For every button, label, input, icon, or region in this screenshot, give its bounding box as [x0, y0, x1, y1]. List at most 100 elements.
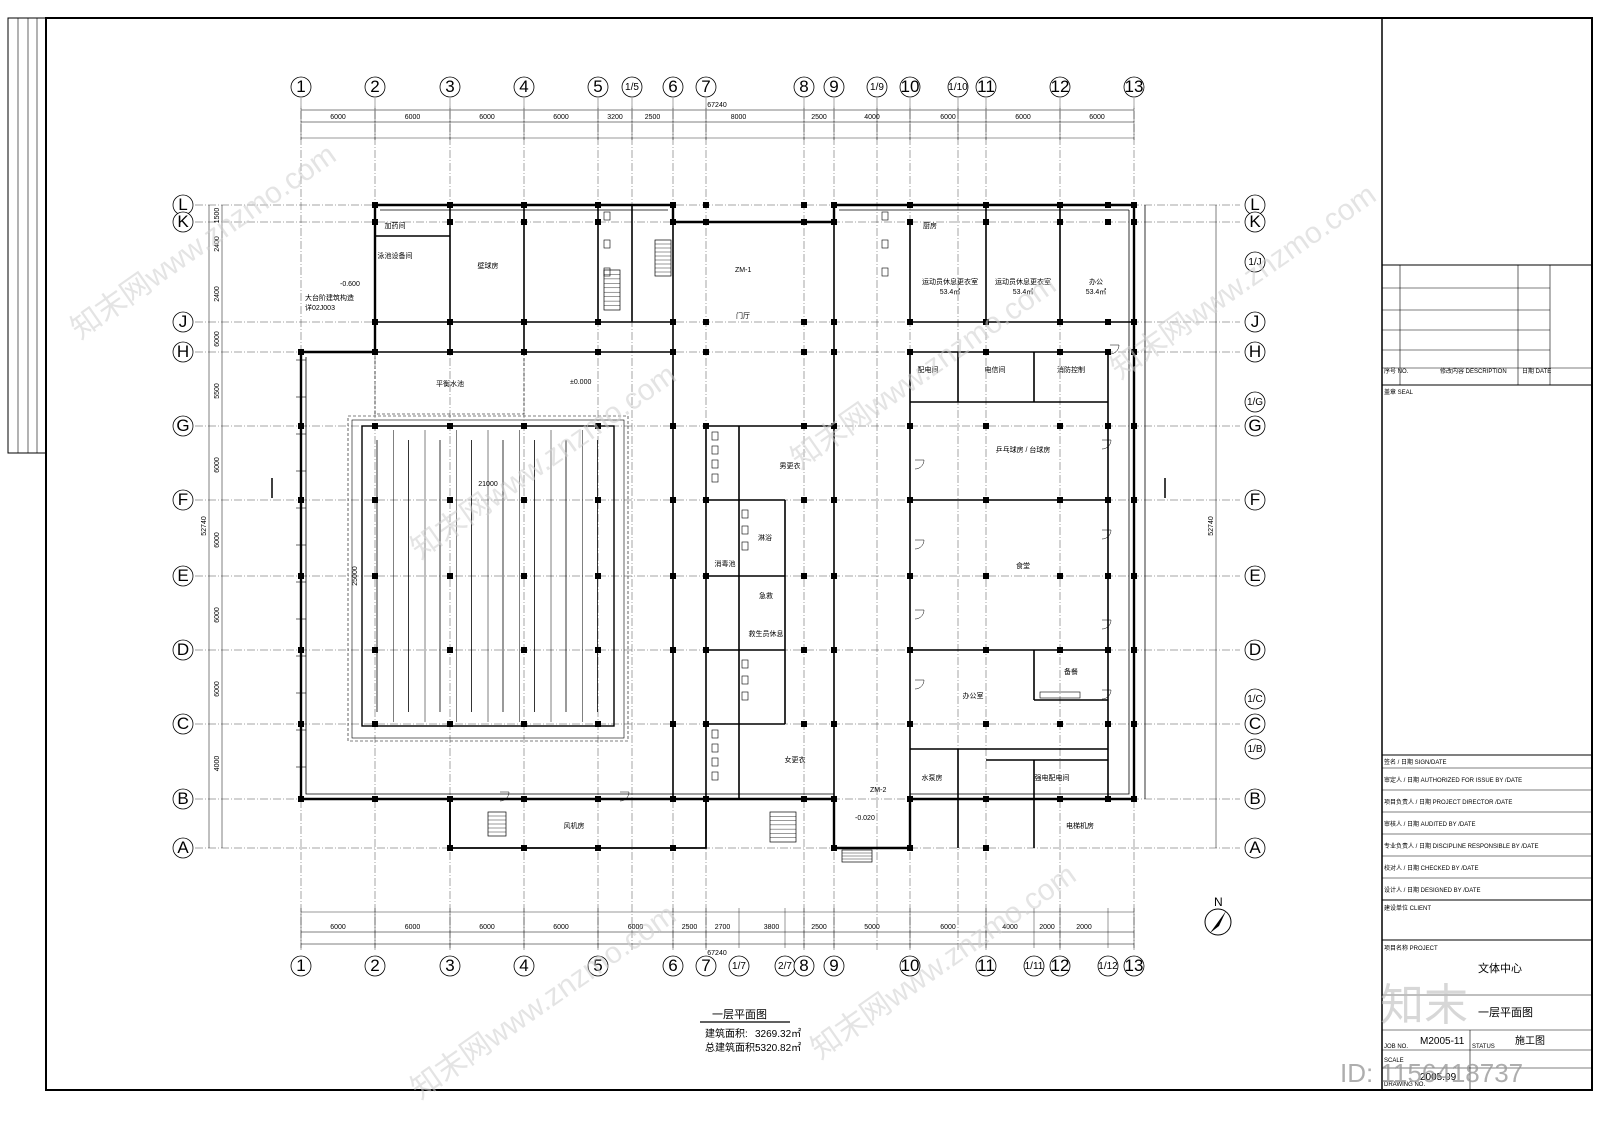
- dim-bottom-bay: 2500: [811, 924, 827, 931]
- axis-bubble-top: [947, 76, 969, 98]
- structural-column: [1131, 573, 1137, 579]
- structural-column: [983, 573, 989, 579]
- title-block-row: 设计人 / 日期 DESIGNED BY /DATE: [1384, 886, 1480, 894]
- structural-column: [801, 349, 807, 355]
- structural-column: [521, 845, 527, 851]
- axis-bubble-right-label: B: [1249, 789, 1260, 808]
- structural-column: [831, 573, 837, 579]
- axis-bubble-left-label: D: [177, 640, 189, 659]
- axis-bubble-right: [1244, 713, 1266, 735]
- dim-left-bay: 1500: [214, 208, 221, 224]
- room-label: 加药间: [385, 221, 406, 230]
- seal-label: 盖章 SEAL: [1384, 388, 1414, 396]
- structural-column: [983, 721, 989, 727]
- dim-left-bay: 6000: [214, 532, 221, 548]
- axis-bubble-bottom: [823, 955, 845, 977]
- door-swing: [1101, 439, 1112, 450]
- axis-bubble-bottom-label: 3: [445, 956, 454, 975]
- axis-bubble-left-label: K: [177, 212, 189, 231]
- structural-column: [595, 573, 601, 579]
- structural-column: [907, 573, 913, 579]
- room-label: 消毒池: [715, 559, 736, 568]
- axis-bubble-bottom: [1097, 955, 1119, 977]
- plumbing-fixture: [881, 239, 889, 249]
- axis-bubble-left: [172, 311, 194, 333]
- drawing-no-label: DRAWING NO.: [1384, 1082, 1425, 1088]
- axis-bubble-top: [513, 76, 535, 98]
- axis-bubble-bottom: [1049, 955, 1071, 977]
- axis-bubble-top: [866, 76, 888, 98]
- axis-bubble-bottom-label: 5: [593, 956, 602, 975]
- dim-left-bay: 6000: [214, 457, 221, 473]
- axis-bubble-bottom-label: 2: [370, 956, 379, 975]
- room-label: 运动员休息更衣室: [922, 277, 978, 286]
- door-swing: [499, 791, 510, 802]
- axis-bubble-right-label: 1/B: [1247, 744, 1262, 755]
- plumbing-fixture: [741, 541, 749, 551]
- title-block-row: 审定人 / 日期 AUTHORIZED FOR ISSUE BY /DATE: [1384, 776, 1522, 784]
- door-swing: [1101, 689, 1112, 700]
- watermark-id: ID: 1156418737: [1340, 1058, 1523, 1088]
- axis-bubble-top: [695, 76, 717, 98]
- axis-bubble-top-label: 10: [901, 77, 920, 96]
- plumbing-fixture: [603, 239, 611, 249]
- axis-bubble-top: [899, 76, 921, 98]
- status-value: 施工图: [1515, 1034, 1545, 1047]
- structural-column: [1057, 319, 1063, 325]
- room-label: 急救: [759, 591, 773, 600]
- structural-column: [298, 573, 304, 579]
- status-label: STATUS: [1472, 1044, 1495, 1050]
- date-value: 2005.09: [1420, 1072, 1457, 1083]
- structural-column: [1057, 647, 1063, 653]
- plan-note: -0.020: [855, 815, 875, 822]
- structural-column: [595, 319, 601, 325]
- plumbing-fixture: [741, 509, 749, 519]
- axis-bubble-bottom-label: 9: [829, 956, 838, 975]
- dim-bottom-bay: 6000: [940, 924, 956, 931]
- structural-column: [1057, 219, 1063, 225]
- structural-column: [983, 423, 989, 429]
- structural-column: [298, 721, 304, 727]
- structural-column: [298, 796, 304, 802]
- room-label: 壁球房: [478, 261, 499, 270]
- structural-column: [670, 497, 676, 503]
- axis-bubble-right: [1244, 738, 1266, 760]
- axis-bubble-top-label: 4: [519, 77, 528, 96]
- axis-bubble-left-label: B: [177, 789, 188, 808]
- structural-column: [1105, 202, 1111, 208]
- drawing-name: 一层平面图: [1478, 1006, 1533, 1019]
- room-label: 风机房: [564, 821, 585, 830]
- structural-column: [801, 219, 807, 225]
- structural-column: [703, 423, 709, 429]
- room-label: 食堂: [1016, 561, 1030, 570]
- axis-bubble-right-label: A: [1249, 838, 1261, 857]
- axis-bubble-top: [975, 76, 997, 98]
- stair: [603, 269, 621, 311]
- axis-bubble-top: [662, 76, 684, 98]
- axis-bubble-right: [1244, 211, 1266, 233]
- axis-bubble-left: [172, 788, 194, 810]
- axis-bubble-bottom: [364, 955, 386, 977]
- axis-bubble-left: [172, 713, 194, 735]
- structural-column: [1057, 497, 1063, 503]
- plumbing-fixture: [881, 211, 889, 221]
- axis-bubble-bottom: [975, 955, 997, 977]
- axis-bubble-left: [172, 489, 194, 511]
- structural-column: [1105, 423, 1111, 429]
- structural-column: [801, 202, 807, 208]
- structural-column: [703, 497, 709, 503]
- structural-column: [1057, 349, 1063, 355]
- structural-column: [595, 796, 601, 802]
- axis-bubble-bottom: [1023, 955, 1045, 977]
- dim-top-bay: 6000: [405, 114, 421, 121]
- axis-bubble-bottom-label: 6: [668, 956, 677, 975]
- structural-column: [1057, 573, 1063, 579]
- door-swing: [1109, 344, 1120, 355]
- project-name: 文体中心: [1478, 961, 1522, 975]
- dim-left-bay: 5500: [214, 383, 221, 399]
- dim-top-bay: 6000: [553, 114, 569, 121]
- structural-column: [447, 349, 453, 355]
- structural-column: [831, 319, 837, 325]
- axis-bubble-top-label: 11: [977, 77, 995, 96]
